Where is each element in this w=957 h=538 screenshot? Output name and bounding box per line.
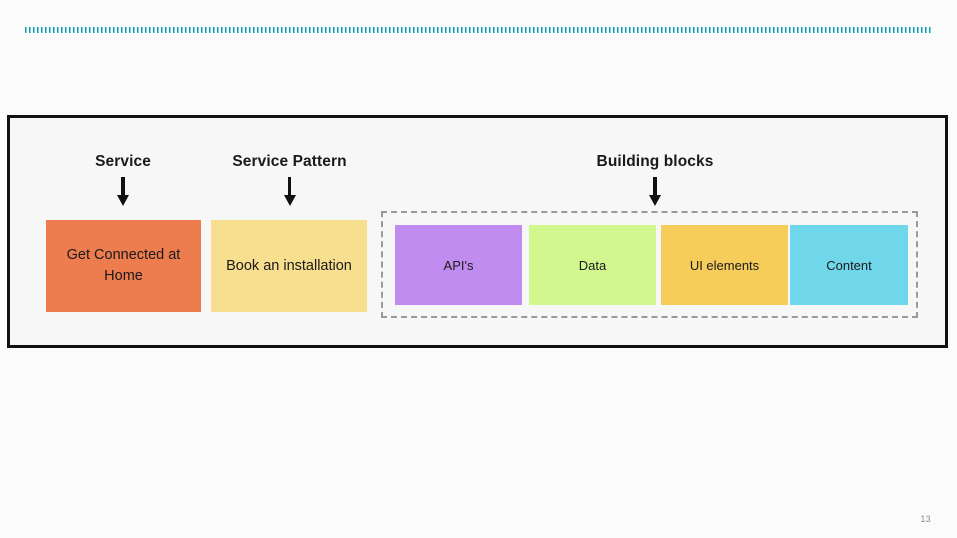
- down-arrow-icon: [648, 177, 662, 207]
- building-block-content-label: Content: [826, 257, 872, 273]
- building-block-ui-elements: UI elements: [661, 225, 788, 305]
- building-block-apis: API's: [395, 225, 522, 305]
- column-heading-service-pattern-label: Service Pattern: [232, 153, 347, 170]
- service-pattern-box-label: Book an installation: [226, 257, 352, 274]
- column-heading-building-blocks-label: Building blocks: [596, 153, 714, 170]
- page-number: 13: [920, 514, 931, 524]
- service-box: Get Connected at Home: [46, 220, 201, 312]
- building-block-ui-elements-label: UI elements: [689, 257, 760, 273]
- column-heading-service-pattern: Service Pattern: [212, 153, 367, 207]
- building-blocks-group: API's Data UI elements Content: [381, 211, 918, 318]
- building-block-apis-label: API's: [443, 257, 474, 273]
- service-box-label: Get Connected at Home: [66, 247, 181, 284]
- building-block-data: Data: [529, 225, 656, 305]
- down-arrow-icon: [116, 177, 130, 207]
- down-arrow-icon: [283, 177, 297, 207]
- building-block-content: Content: [790, 225, 908, 305]
- column-heading-service: Service: [72, 153, 174, 207]
- building-block-data-label: Data: [578, 257, 607, 273]
- top-dotted-rule: [25, 27, 932, 33]
- column-heading-building-blocks: Building blocks: [570, 153, 740, 207]
- column-heading-service-label: Service: [95, 153, 151, 170]
- service-pattern-box: Book an installation: [211, 220, 367, 312]
